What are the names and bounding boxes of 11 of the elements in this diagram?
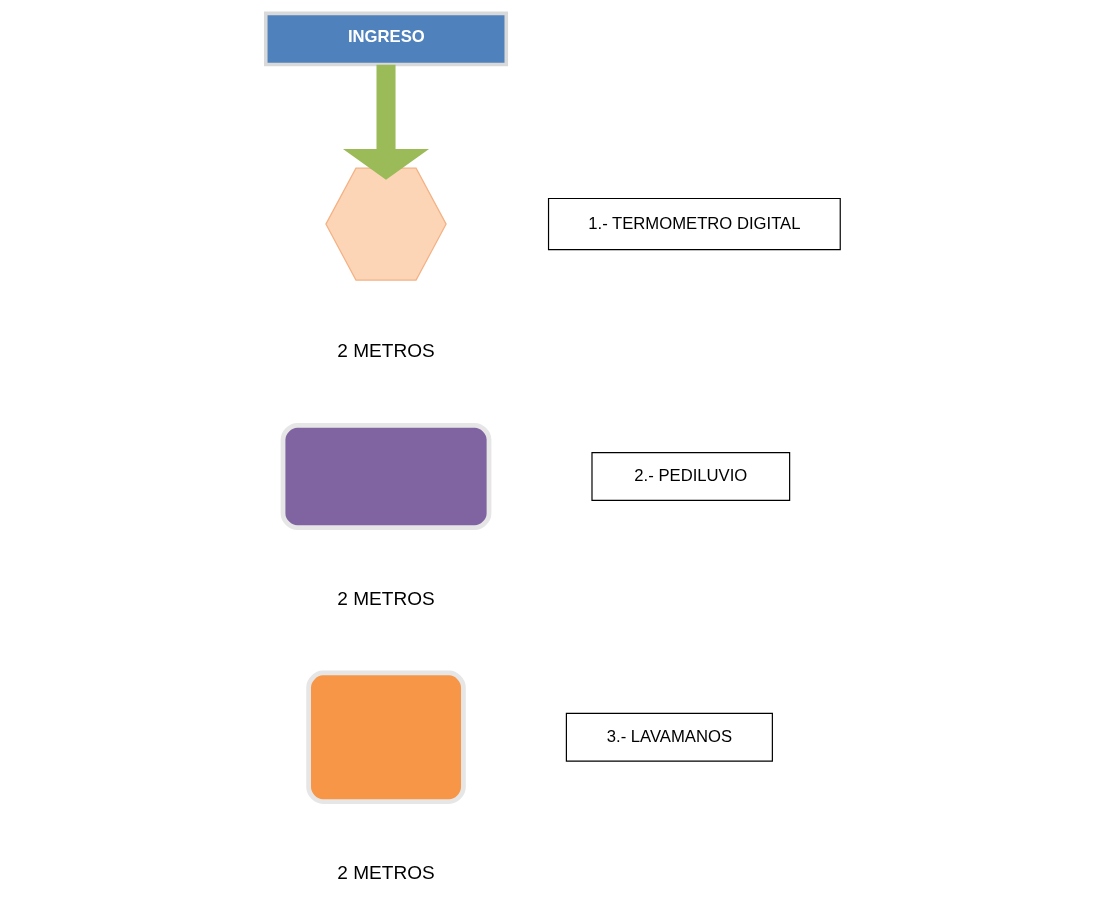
node-box: 1.- TERMOMETRO DIGITAL xyxy=(547,197,841,251)
node-box xyxy=(306,670,466,804)
label: 2 METROS xyxy=(337,861,435,883)
label: 2 METROS xyxy=(337,587,435,609)
node-box: 2.- PEDILUVIO xyxy=(591,452,791,501)
node-box xyxy=(280,422,492,531)
label: 2 METROS xyxy=(337,340,435,362)
node-hexagon xyxy=(325,167,447,281)
node-box: INGRESO xyxy=(263,11,509,67)
node-box: 3.- LAVAMANOS xyxy=(565,712,773,762)
arrow xyxy=(342,64,430,180)
